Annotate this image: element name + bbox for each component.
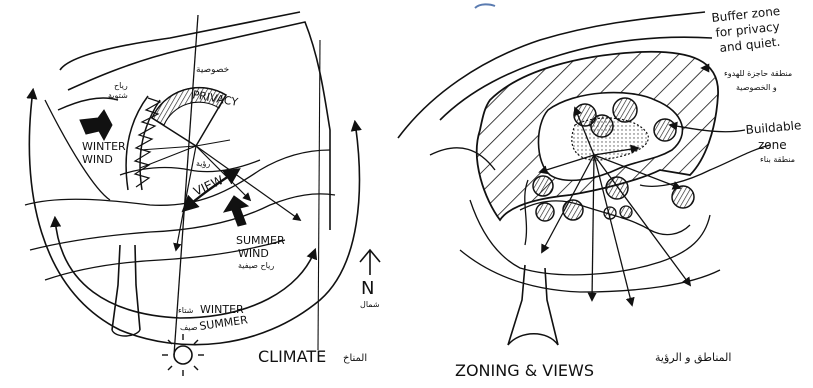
label-north-ar: شمال [360,300,380,309]
label-summer-wind-ar: رياح صيفية [238,261,274,270]
label-privacy-ar: خصوصية [196,65,229,75]
label-summer-wind-2: WIND [238,247,269,260]
label-view-ar: رؤية [196,159,210,168]
label-buildable-1: Buildable [745,118,802,137]
winter-wind-arrow [80,110,112,140]
road-outline [60,12,300,70]
label-north: N [361,278,374,299]
title-zoning: ZONING & VIEWS [455,361,594,380]
label-summer-ar: صيف [180,323,198,332]
label-winter-wind-2: WIND [82,153,113,166]
label-winter-ar: شتاء [178,306,194,315]
sun-icon [162,334,204,376]
title-climate-ar: المناخ [343,353,367,364]
label-winter-wind-ar-1: رياح [114,81,128,90]
label-buffer-ar-2: و الخصوصية [736,83,777,92]
label-winter-wind-ar-2: شتوية [108,91,128,100]
north-arrow-icon [360,250,380,275]
label-view: VIEW [191,173,225,199]
driveway [508,265,558,345]
contour-line [25,150,330,205]
label-buildable-2: zone [758,138,787,152]
summer-sun-arc [29,90,359,345]
label-summer-wind-1: SUMMER [236,234,285,247]
label-winter-wind-1: WINTER [82,140,126,153]
zoning-panel [398,4,770,345]
title-climate: CLIMATE [258,347,326,366]
label-buildable-ar: منطقة بناء [760,155,795,164]
driveway [112,245,140,330]
label-buffer-ar-1: منطقة حاجزة للهدوء [724,69,792,78]
title-zoning-ar: المناطق و الرؤية [655,351,731,365]
